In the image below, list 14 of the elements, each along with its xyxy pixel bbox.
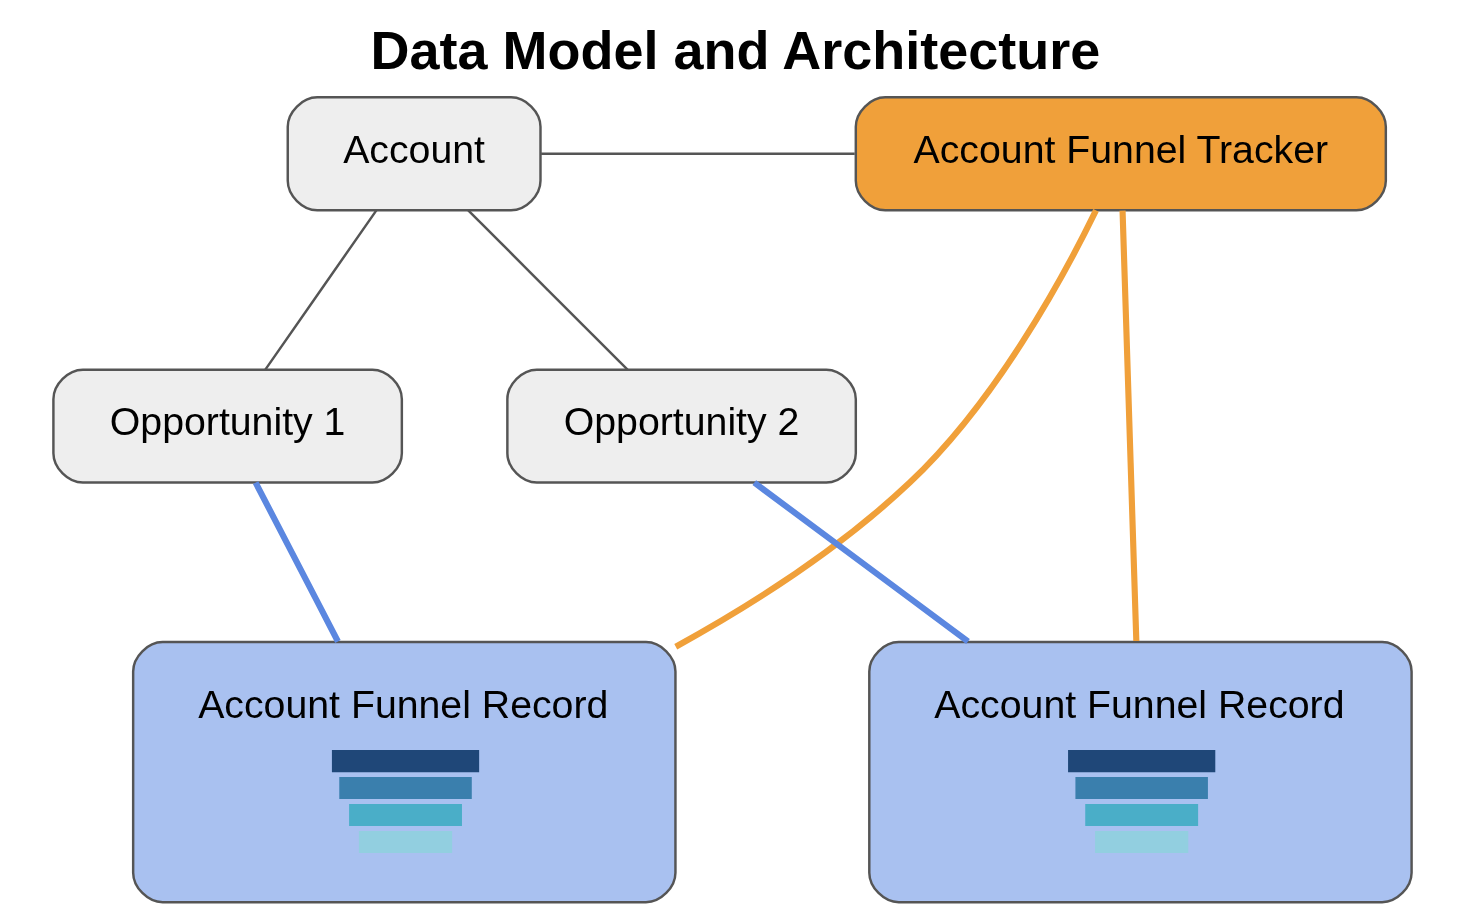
node-box: Opportunity 1 — [51, 368, 403, 484]
node-box: Account Funnel Tracker — [854, 95, 1387, 211]
diagram-title: Data Model and Architecture — [370, 19, 1100, 80]
connector — [540, 152, 855, 155]
node-box: Account — [286, 95, 542, 211]
node-box: Opportunity 2 — [505, 368, 857, 484]
connector — [673, 208, 1099, 649]
connector — [751, 479, 970, 644]
connector — [466, 209, 628, 371]
node-box: Account Funnel Record — [867, 640, 1413, 903]
node-box: Account Funnel Record — [131, 640, 677, 903]
connector — [252, 480, 341, 643]
connector — [263, 209, 377, 370]
connector — [1119, 210, 1139, 641]
